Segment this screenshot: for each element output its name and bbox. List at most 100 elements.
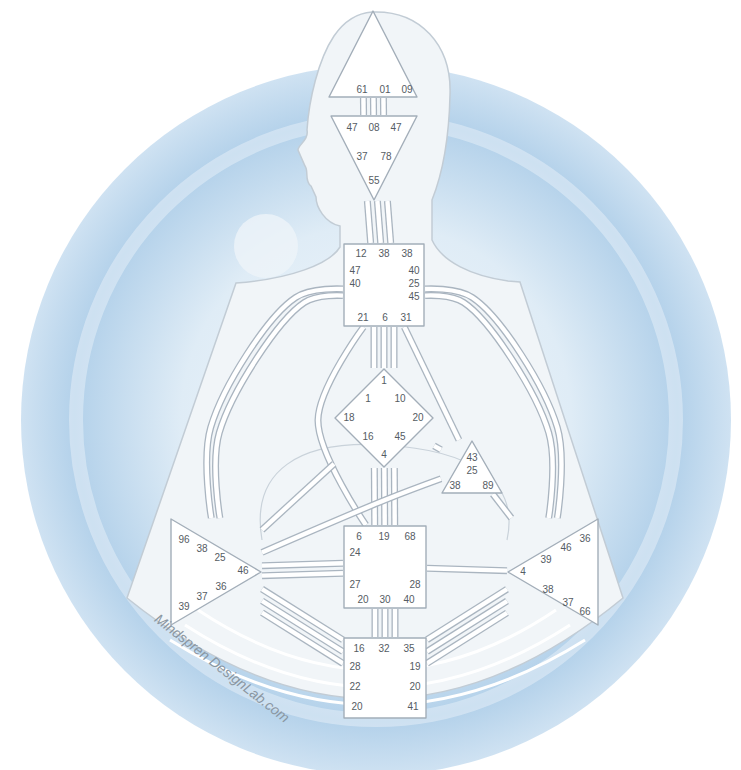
gate-number: 61 bbox=[356, 85, 367, 95]
gate-number: 6 bbox=[382, 313, 388, 323]
channel-fill bbox=[372, 327, 376, 368]
channel-line bbox=[363, 98, 364, 115]
channel-fill bbox=[262, 613, 343, 664]
channel-line bbox=[394, 327, 395, 368]
channel-line bbox=[262, 601, 343, 652]
channel-fill bbox=[262, 464, 334, 530]
body-silhouette bbox=[127, 12, 623, 699]
channel-fill bbox=[371, 98, 376, 115]
channel-fill bbox=[425, 295, 553, 518]
channel-fill bbox=[373, 609, 377, 637]
center-shape bbox=[344, 244, 424, 326]
channel-outline bbox=[425, 295, 553, 518]
channel-outline bbox=[262, 589, 343, 640]
gate-number: 45 bbox=[394, 432, 405, 442]
watermark: Mindspren DesignLab.com bbox=[151, 610, 292, 725]
channel-outline bbox=[427, 613, 507, 663]
channel-outline bbox=[367, 201, 370, 243]
channel-outline bbox=[391, 327, 398, 368]
soft-light bbox=[234, 214, 298, 278]
gate-number: 46 bbox=[560, 543, 571, 553]
center-shape bbox=[344, 638, 426, 718]
channel-fill bbox=[393, 609, 397, 637]
gate-number: 4 bbox=[520, 567, 526, 577]
channel-outline bbox=[425, 289, 561, 518]
channel-line bbox=[387, 201, 390, 243]
gate-number: 20 bbox=[412, 413, 423, 423]
g-center: 1110182016454 bbox=[334, 368, 434, 468]
gate-number: 40 bbox=[349, 279, 360, 289]
channel-outline bbox=[381, 327, 388, 368]
channel-fill bbox=[387, 201, 390, 243]
gate-number: 32 bbox=[378, 644, 389, 654]
gate-number: 4 bbox=[381, 450, 387, 460]
gate-number: 1 bbox=[381, 376, 387, 386]
gate-number: 38 bbox=[378, 249, 389, 259]
gate-number: 18 bbox=[343, 413, 354, 423]
channel-line bbox=[373, 98, 374, 115]
gate-number: 39 bbox=[540, 555, 551, 565]
channel-line bbox=[367, 201, 370, 243]
gate-number: 09 bbox=[401, 85, 412, 95]
gate-number: 39 bbox=[178, 602, 189, 612]
center-shape bbox=[335, 369, 433, 467]
gate-number: 89 bbox=[482, 481, 493, 491]
gate-number: 6 bbox=[356, 532, 362, 542]
gate-number: 40 bbox=[408, 266, 419, 276]
channel-fill bbox=[361, 98, 366, 115]
channel-line bbox=[427, 568, 507, 570]
channel-line bbox=[425, 295, 553, 518]
channel-line bbox=[493, 494, 512, 518]
center-shape bbox=[508, 519, 598, 625]
channel-fill bbox=[382, 327, 386, 368]
gate-number: 96 bbox=[178, 535, 189, 545]
gate-number: 20 bbox=[351, 702, 362, 712]
gate-number: 19 bbox=[409, 662, 420, 672]
channel-fill bbox=[216, 295, 343, 518]
channel-outline bbox=[427, 568, 507, 570]
channel-fill bbox=[367, 201, 370, 243]
channel-fill bbox=[493, 494, 512, 518]
channel-fill bbox=[434, 446, 441, 450]
gate-number: 22 bbox=[349, 682, 360, 692]
channel-line bbox=[427, 589, 507, 639]
channel-fill bbox=[377, 201, 380, 243]
channel-outline bbox=[377, 201, 380, 243]
channel-fill bbox=[262, 563, 343, 565]
channel-line bbox=[262, 573, 343, 575]
throat-center: 123838474040254521631 bbox=[343, 243, 425, 327]
gate-number: 20 bbox=[409, 682, 420, 692]
gate-number: 45 bbox=[408, 292, 419, 302]
channel-outline bbox=[382, 609, 389, 637]
gate-number: 38 bbox=[449, 481, 460, 491]
center-shape bbox=[171, 519, 261, 625]
gate-number: 47 bbox=[390, 123, 401, 133]
gate-number: 41 bbox=[407, 702, 418, 712]
gate-number: 10 bbox=[394, 394, 405, 404]
gate-number: 20 bbox=[357, 595, 368, 605]
spleen-center: 96382546363739 bbox=[170, 518, 262, 626]
gate-number: 30 bbox=[379, 595, 390, 605]
gate-number: 1 bbox=[365, 394, 371, 404]
channel-line bbox=[384, 327, 385, 368]
channel-line bbox=[434, 446, 441, 450]
gate-number: 38 bbox=[542, 585, 553, 595]
gate-number: 35 bbox=[403, 644, 414, 654]
gate-number: 21 bbox=[357, 313, 368, 323]
channel-line bbox=[262, 613, 343, 664]
channel-outline bbox=[262, 613, 343, 664]
channel-fill bbox=[381, 98, 386, 115]
gate-number: 47 bbox=[346, 123, 357, 133]
gate-number: 37 bbox=[356, 152, 367, 162]
channel-outline bbox=[262, 601, 343, 652]
gate-number: 25 bbox=[214, 553, 225, 563]
gate-number: 37 bbox=[196, 592, 207, 602]
center-shape bbox=[329, 11, 417, 97]
gate-number: 47 bbox=[349, 266, 360, 276]
channel-outline bbox=[262, 563, 343, 565]
channel-fill bbox=[262, 589, 343, 640]
channel-fill bbox=[392, 327, 396, 368]
channel-outline bbox=[360, 98, 367, 115]
heart-center: 43253889 bbox=[441, 440, 503, 494]
